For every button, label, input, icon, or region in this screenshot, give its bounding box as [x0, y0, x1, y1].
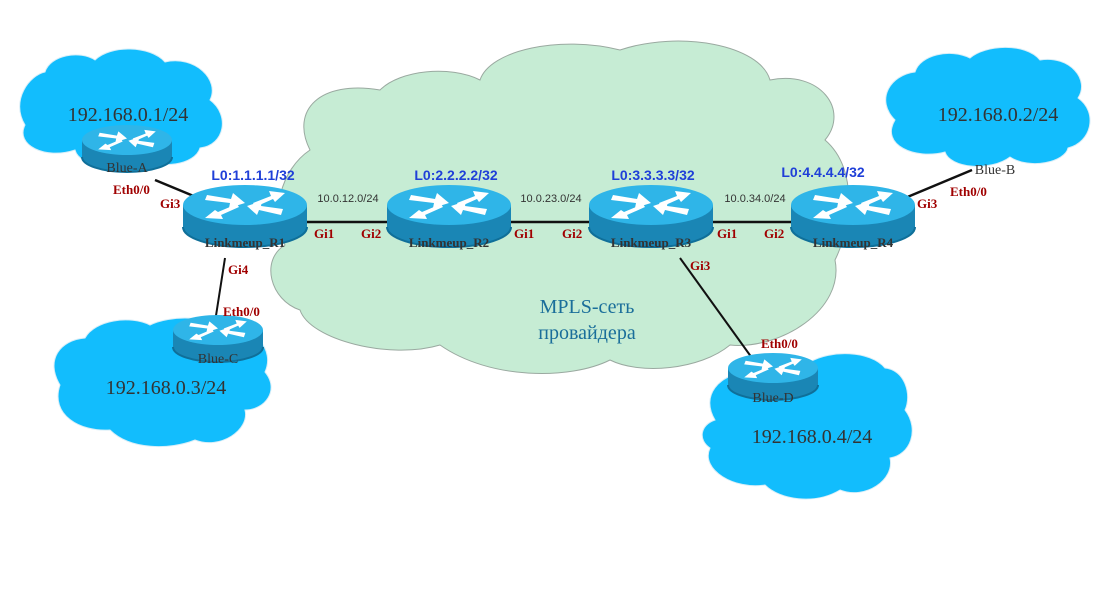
router-r4[interactable]: Linkmeup_R4: [790, 184, 916, 250]
router-blue-d[interactable]: Blue-D: [727, 352, 819, 406]
port-r4-gi3: Gi3: [917, 196, 938, 211]
loopback-r4: L0:4.4.4.4/32: [781, 164, 864, 180]
links: [154, 168, 973, 359]
link-subnet-r1-r2: 10.0.12.0/24: [317, 193, 378, 205]
port-r2-gi1: Gi1: [514, 226, 534, 241]
port-r1-gi3: Gi3: [160, 196, 181, 211]
subnet-blue-a: 192.168.0.1/24: [68, 104, 189, 126]
port-r2-gi2: Gi2: [361, 226, 381, 241]
router-blue-c[interactable]: Blue-C: [172, 314, 264, 367]
mpls-label-line2: провайдера: [538, 322, 636, 344]
link-subnet-r2-r3: 10.0.23.0/24: [520, 193, 581, 205]
router-name: Linkmeup_R4: [813, 235, 894, 250]
subnet-blue-c: 192.168.0.3/24: [106, 377, 227, 399]
router-name: Linkmeup_R3: [611, 235, 692, 250]
port-r4-gi2: Gi2: [764, 226, 784, 241]
port-r3-gi2: Gi2: [562, 226, 582, 241]
router-name-blue-b[interactable]: Blue-B: [975, 163, 1015, 178]
router-r2[interactable]: Linkmeup_R2: [386, 184, 512, 250]
router-name: Blue-A: [106, 161, 148, 176]
loopback-r2: L0:2.2.2.2/32: [414, 167, 497, 183]
link-subnet-r3-r4: 10.0.34.0/24: [724, 193, 785, 205]
port-bluec-eth: Eth0/0: [223, 304, 260, 319]
port-r1-gi1: Gi1: [314, 226, 334, 241]
link-r3-blued[interactable]: [679, 257, 753, 359]
link-r1-bluec[interactable]: [214, 257, 226, 323]
link-r4-blueb[interactable]: [904, 168, 973, 200]
router-name: Blue-D: [752, 391, 793, 406]
router-r1[interactable]: Linkmeup_R1: [182, 184, 308, 250]
port-r1-gi4: Gi4: [228, 262, 249, 277]
router-name: Linkmeup_R1: [205, 235, 285, 250]
port-r3-gi3: Gi3: [690, 258, 711, 273]
link-bluea-r1[interactable]: [154, 178, 197, 199]
customer-cloud-b: [885, 46, 1091, 167]
loopback-r3: L0:3.3.3.3/32: [611, 167, 694, 183]
port-bluea-eth: Eth0/0: [113, 182, 150, 197]
mpls-label-line1: MPLS-сеть: [540, 296, 635, 318]
port-blueb-eth: Eth0/0: [950, 184, 987, 199]
router-r3[interactable]: Linkmeup_R3: [588, 184, 714, 250]
router-name: Linkmeup_R2: [409, 235, 489, 250]
port-blued-eth: Eth0/0: [761, 336, 798, 351]
router-blue-a[interactable]: Blue-A: [81, 124, 173, 176]
subnet-blue-b: 192.168.0.2/24: [938, 104, 1059, 126]
subnet-blue-d: 192.168.0.4/24: [752, 426, 873, 448]
loopback-r1: L0:1.1.1.1/32: [211, 167, 294, 183]
router-name: Blue-C: [198, 352, 238, 367]
port-r3-gi1: Gi1: [717, 226, 737, 241]
